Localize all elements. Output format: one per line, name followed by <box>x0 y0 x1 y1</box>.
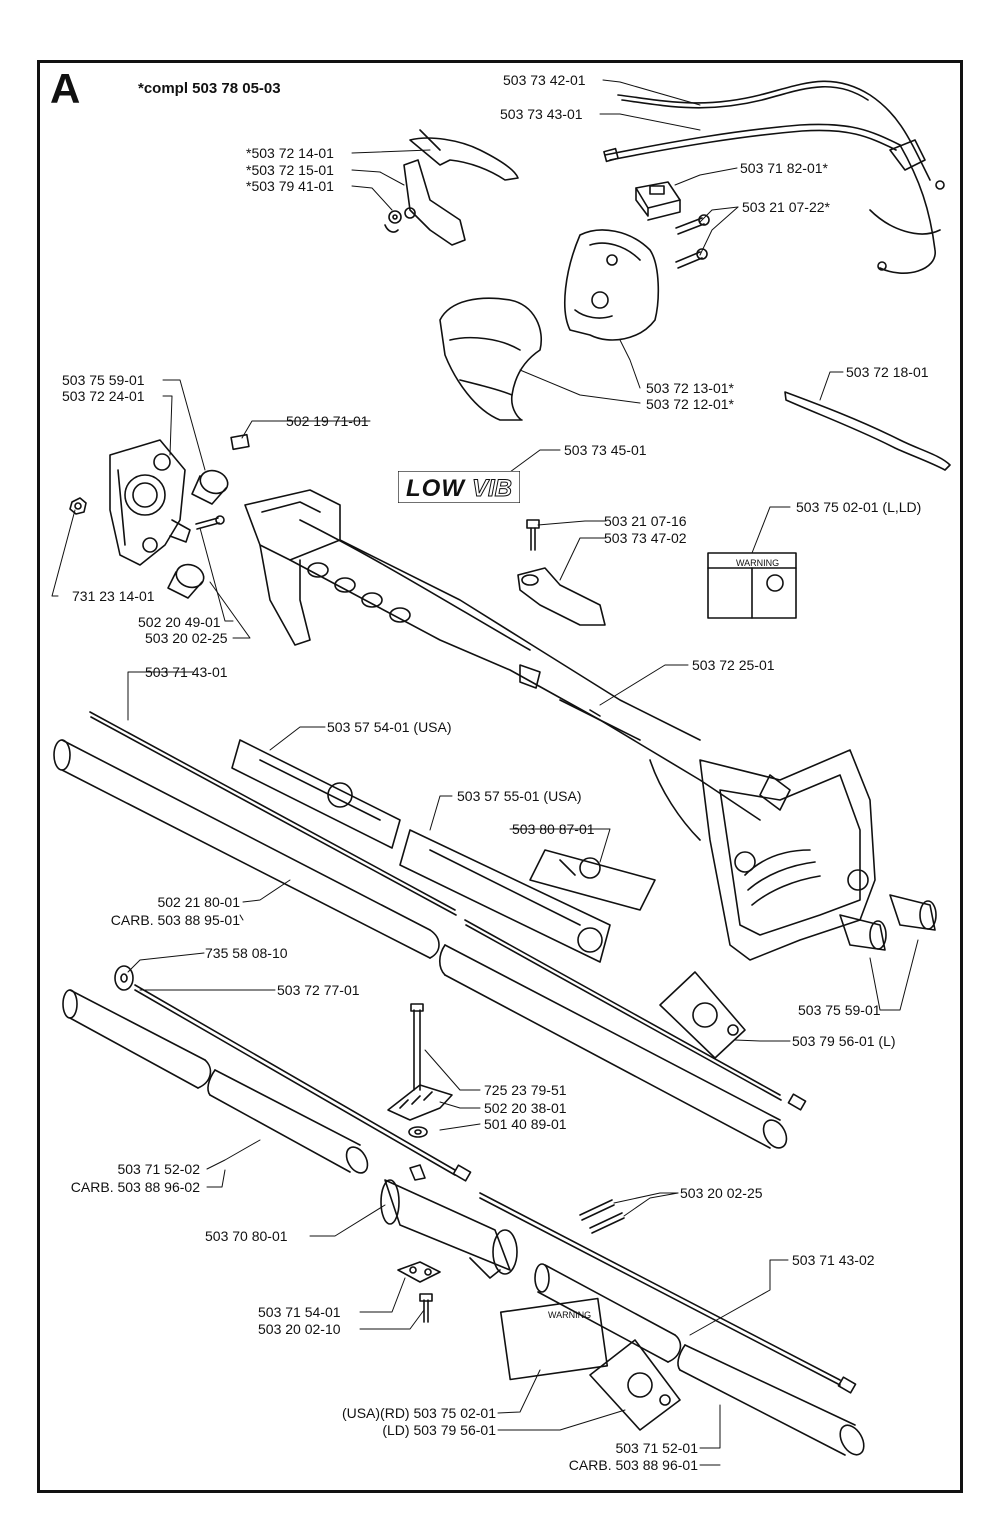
wiring-harness <box>603 80 945 274</box>
part-label: 503 72 12-01* <box>646 396 734 412</box>
part-label: 725 23 79-51 <box>484 1082 567 1098</box>
part-label: 503 20 02-10 <box>258 1321 341 1337</box>
handle-bracket <box>109 439 191 566</box>
rubber-damper-right-2 <box>839 914 887 951</box>
tube-lower-left <box>62 989 369 1174</box>
throttle-trigger <box>384 129 519 246</box>
part-label: 502 20 49-01 <box>138 614 221 630</box>
part-label: 503 72 25-01 <box>692 657 775 673</box>
part-label: 503 71 52-01 <box>615 1440 698 1456</box>
part-label: (USA)(RD) 503 75 02-01 <box>341 1405 496 1421</box>
decal-80-87 <box>529 849 656 911</box>
part-label: 503 75 59-01 <box>798 1002 881 1018</box>
part-label: 501 40 89-01 <box>484 1116 567 1132</box>
part-label: CARB. 503 88 96-02 <box>70 1179 200 1195</box>
clamp-knob <box>387 1084 453 1121</box>
drive-shaft-lower <box>134 984 472 1182</box>
part-label: 503 71 43-01 <box>145 664 228 680</box>
decal-57-55 <box>399 829 611 963</box>
rubber-damper-upper <box>191 469 229 505</box>
part-label: 503 20 02-25 <box>680 1185 763 1201</box>
part-label: 503 57 54-01 (USA) <box>327 719 452 735</box>
part-label: 503 70 80-01 <box>205 1228 288 1244</box>
section-letter: A <box>50 65 81 112</box>
complete-assembly-note: *compl 503 78 05-03 <box>138 80 281 97</box>
part-label: 502 19 71-01 <box>286 413 369 429</box>
bolt-725-23-79 <box>410 1003 424 1091</box>
tube-71-52-01 <box>534 1263 865 1456</box>
shaft-tube-upper <box>53 739 788 1149</box>
part-label: 503 20 02-25 <box>145 630 228 646</box>
warning-decal-lower-text: WARNING <box>548 1310 592 1320</box>
washer-501-40-89 <box>408 1126 428 1138</box>
decal-57-54 <box>231 739 401 849</box>
part-label: 503 71 52-02 <box>117 1161 200 1177</box>
clamp-73-47 <box>517 567 606 626</box>
low-vib-logo: LOW VIB <box>398 471 520 503</box>
part-label: 502 20 38-01 <box>484 1100 567 1116</box>
part-label: 503 80 87-01 <box>512 821 595 837</box>
part-label: 503 72 24-01 <box>62 388 145 404</box>
screw-502-20-49 <box>195 515 225 530</box>
bracket-71-54 <box>397 1261 441 1283</box>
part-label: 503 73 45-01 <box>564 442 647 458</box>
part-label: 502 21 80-01 <box>157 894 240 910</box>
drive-shaft-71-43-02 <box>479 1192 857 1394</box>
part-label: *503 72 14-01 <box>246 145 334 161</box>
rubber-damper-lower <box>167 563 205 599</box>
part-label: 503 73 42-01 <box>503 72 586 88</box>
handle-screws <box>675 214 710 269</box>
part-label: *503 79 41-01 <box>246 178 334 194</box>
part-label: 503 71 54-01 <box>258 1304 341 1320</box>
stop-switch <box>635 181 681 221</box>
part-label: 503 71 43-02 <box>792 1252 875 1268</box>
part-label: CARB. 503 88 96-01 <box>568 1457 698 1473</box>
leader-lines <box>51 79 919 1466</box>
screw-21-07-16 <box>526 519 540 551</box>
part-label: 735 58 08-10 <box>205 945 288 961</box>
part-label: 503 72 13-01* <box>646 380 734 396</box>
part-label: 503 21 07-22* <box>742 199 830 215</box>
part-label: 503 73 43-01 <box>500 106 583 122</box>
screw-20-02-10 <box>419 1293 433 1323</box>
part-label: 503 72 18-01 <box>846 364 929 380</box>
decal-79-56-upper <box>659 971 746 1059</box>
support-bracket <box>784 391 951 471</box>
svg-text:VIB: VIB <box>472 475 512 502</box>
part-label: 503 73 47-02 <box>604 530 687 546</box>
part-label: 503 79 56-01 (L) <box>792 1033 896 1049</box>
handle-housing-left <box>439 297 542 421</box>
part-label: (LD) 503 79 56-01 <box>382 1422 496 1438</box>
part-label: 503 75 59-01 <box>62 372 145 388</box>
nut-731-23-14 <box>69 497 87 515</box>
warning-decal-lower <box>499 1297 609 1381</box>
svg-text:LOW: LOW <box>406 475 466 502</box>
diagram-frame <box>37 60 963 1493</box>
square-nut <box>230 433 250 451</box>
drive-shaft-upper <box>89 711 807 1111</box>
handle-housing-right <box>564 229 660 341</box>
warning-decal-upper-text: WARNING <box>736 558 780 568</box>
part-label: 731 23 14-01 <box>72 588 155 604</box>
part-label: 503 72 77-01 <box>277 982 360 998</box>
part-label: 503 75 02-01 (L,LD) <box>796 499 922 515</box>
washer-735-58-08 <box>114 965 134 991</box>
part-label: CARB. 503 88 95-01 <box>110 912 240 928</box>
part-label: 503 57 55-01 (USA) <box>457 788 582 804</box>
part-label: *503 72 15-01 <box>246 162 334 178</box>
screws-20-02-25 <box>579 1199 625 1234</box>
part-label: 503 21 07-16 <box>604 513 687 529</box>
part-label: 503 71 82-01* <box>740 160 828 176</box>
shaft-housing <box>244 489 876 961</box>
coupling-70-80 <box>380 1164 518 1279</box>
rubber-damper-right-1 <box>889 894 937 931</box>
decal-79-56-lower <box>589 1339 681 1431</box>
